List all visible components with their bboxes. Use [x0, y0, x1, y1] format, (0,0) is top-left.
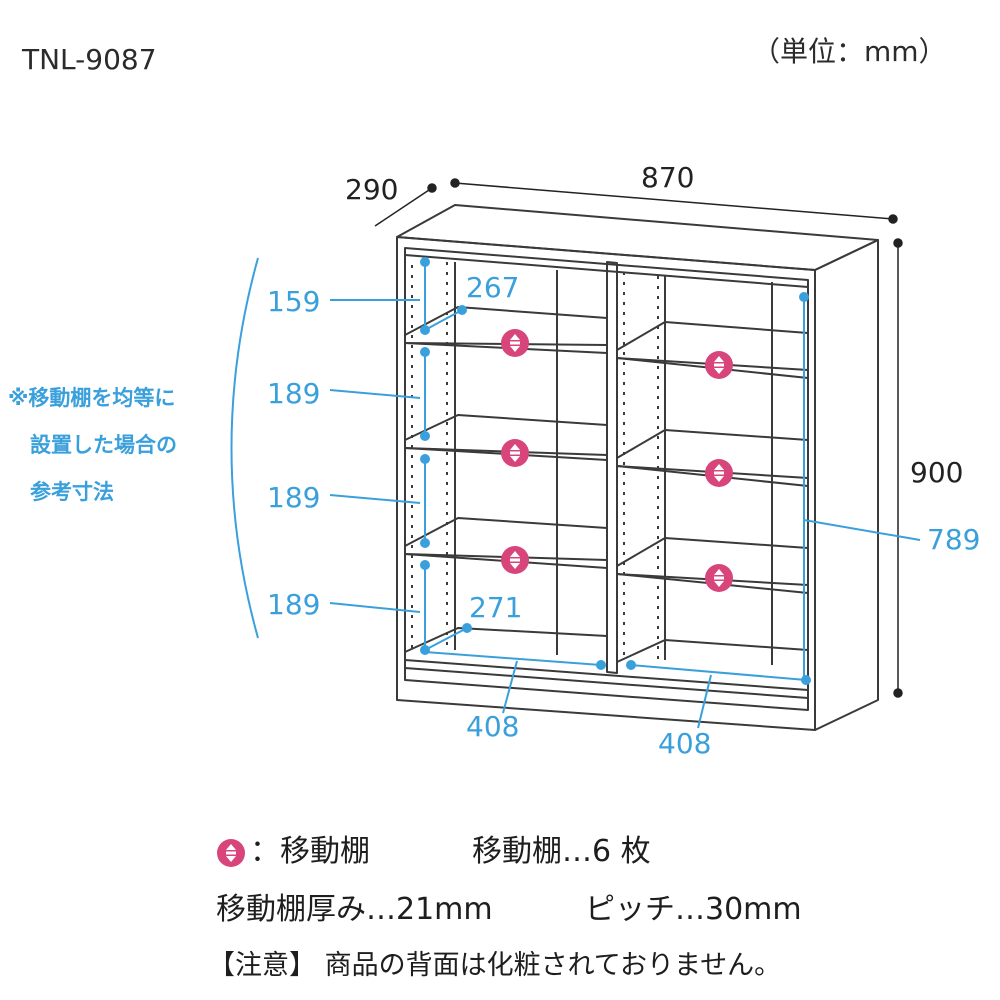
inner-depth-bottom-dimension: 271: [469, 591, 523, 624]
movable-shelf-marker-icon: [705, 459, 733, 487]
movable-shelf-marker-icon: [705, 351, 733, 379]
legend-movable-shelf-label: ：移動棚: [250, 834, 370, 869]
shelf-spacing-2: 189: [267, 377, 321, 410]
cabinet-inner-outline: [404, 247, 809, 711]
shelf-left-1: [404, 306, 608, 346]
legend-shelf-thickness: 移動棚厚み…21mm: [216, 892, 493, 927]
legend-shelf-pitch: ピッチ…30mm: [585, 892, 802, 927]
shelf-spacing-3: 189: [267, 481, 321, 514]
shelf-right-3: [616, 537, 809, 586]
height-dimension: 900: [910, 456, 964, 489]
shelf-left-3: [404, 517, 608, 561]
reference-note-line-1: ※移動棚を均等に: [8, 386, 176, 410]
reference-note-line-2: 設置した場合の: [30, 433, 177, 457]
movable-shelf-marker-icon: [705, 564, 733, 592]
caution-note: 【注意】 商品の背面は化粧されておりません。: [208, 950, 782, 981]
unit-label: （単位：mm）: [752, 35, 947, 68]
inner-width-right-dimension: 408: [658, 727, 712, 760]
width-dimension: 870: [641, 161, 695, 194]
inner-depth-top-dimension: 267: [466, 271, 520, 304]
shelf-spacing-4: 189: [267, 588, 321, 621]
model-number: TNL-9087: [22, 43, 157, 76]
cabinet-side-outline: [814, 239, 879, 731]
reference-note-line-3: 参考寸法: [30, 480, 114, 504]
shelf-spacing-1: 159: [267, 285, 321, 318]
movable-shelf-marker-icon: [501, 439, 529, 467]
depth-dimension: 290: [345, 173, 399, 206]
reference-bracket: [230, 257, 259, 639]
movable-shelf-marker-icon: [501, 546, 529, 574]
movable-shelf-marker-icon: [501, 329, 529, 357]
shelf-right-2: [616, 429, 809, 479]
legend-shelf-count: 移動棚…6 枚: [472, 834, 651, 869]
shelf-left-2: [404, 414, 608, 456]
movable-shelf-markers: [501, 329, 733, 592]
inner-height-dimension: 789: [927, 523, 981, 556]
center-divider: [606, 261, 618, 674]
inner-width-left-dimension: 408: [466, 710, 520, 743]
movable-shelf-marker-icon: [217, 839, 245, 867]
